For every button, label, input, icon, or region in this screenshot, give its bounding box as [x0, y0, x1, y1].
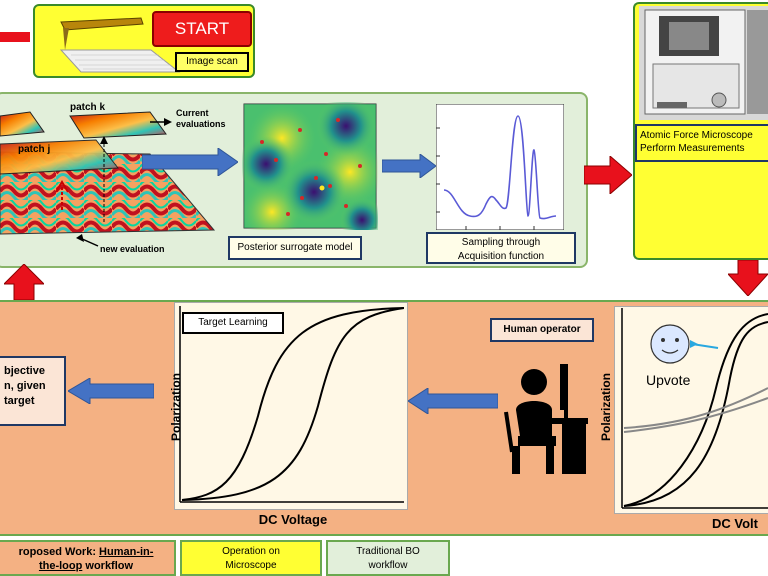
target-learning-label: Target Learning [182, 312, 284, 334]
red-arrow-down-right [728, 260, 768, 296]
image-scan-label: Image scan [175, 52, 249, 72]
polarization-axis-label-left: Polarization [169, 373, 183, 442]
red-arrow-up-left [4, 264, 44, 300]
microscope-label: Atomic Force Microscope Perform Measurem… [635, 124, 768, 162]
legend-proposed-suffix: workflow [82, 560, 134, 572]
upvote-label: Upvote [646, 372, 691, 388]
start-panel: START Image scan [33, 4, 255, 78]
red-arrow-to-microscope [584, 156, 632, 194]
legend-proposed-work: roposed Work: Human-in- the-loop workflo… [0, 540, 176, 576]
legend-traditional-bo: Traditional BO workflow [326, 540, 450, 576]
target-learning-hysteresis [179, 306, 404, 503]
patches-illustration: patch k patch j new evaluation [0, 102, 216, 254]
human-operator-icon [504, 364, 588, 474]
polarization-axis-label-right: Polarization [599, 373, 613, 442]
human-operator-label: Human operator [490, 318, 594, 342]
blue-arrow-to-acquisition [382, 154, 436, 178]
acquisition-label: Sampling through Acquisition function [426, 232, 576, 264]
patch-k-label: patch k [70, 102, 105, 113]
microscope-photo [639, 6, 768, 120]
legend-proposed-underlined: Human-in- the-loop [38, 546, 154, 572]
legend-proposed-prefix: roposed Work: [18, 546, 100, 558]
objective-box: bjective n, given target [0, 356, 66, 426]
blue-arrow-to-objective [68, 378, 154, 404]
red-arrow-top-left [0, 32, 30, 42]
dc-voltage-axis-label: DC Voltage [258, 512, 328, 527]
blue-arrow-to-target [408, 388, 498, 414]
blue-arrow-to-posterior [142, 148, 238, 176]
posterior-heatmap [242, 102, 378, 230]
current-evaluations-label: Current evaluations [176, 108, 226, 129]
afm-tip-illustration [59, 17, 181, 73]
dc-voltage-axis-label-right: DC Volt [712, 516, 758, 531]
microscope-panel: Atomic Force Microscope Perform Measurem… [633, 2, 768, 260]
legend-operation-on-microscope: Operation on Microscope [180, 540, 322, 576]
target-learning-plot-frame [174, 302, 408, 510]
new-evaluation-label: new evaluation [100, 244, 165, 254]
patch-j-label: patch j [18, 144, 50, 155]
acquisition-plot [436, 104, 564, 230]
operator-hysteresis [621, 308, 768, 509]
start-button[interactable]: START [152, 11, 252, 47]
posterior-label: Posterior surrogate model [228, 236, 362, 260]
